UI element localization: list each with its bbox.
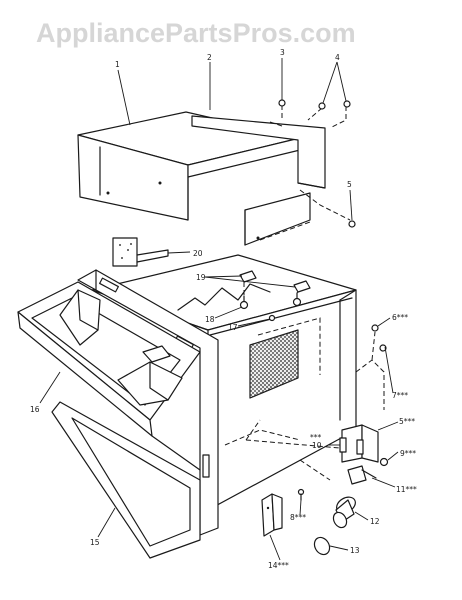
callout-11: 11*** bbox=[396, 485, 417, 494]
callout-3: 3 bbox=[280, 48, 285, 57]
screw-6 bbox=[371, 324, 379, 332]
clip-19b bbox=[293, 280, 311, 293]
callout-10: 10 bbox=[312, 441, 322, 450]
screw-17 bbox=[268, 314, 276, 322]
screw-9 bbox=[379, 457, 389, 467]
callout-1: 1 bbox=[115, 60, 120, 69]
callout-15: 15 bbox=[90, 538, 100, 547]
callout-5: 5 bbox=[347, 180, 352, 189]
leader-lines bbox=[39, 58, 399, 561]
switch-11 bbox=[347, 465, 377, 485]
callout-17: 17 bbox=[228, 323, 238, 332]
callout-10-stars: *** bbox=[310, 433, 322, 442]
screw-3 bbox=[278, 99, 286, 107]
callout-9: 9*** bbox=[400, 449, 416, 458]
bracket-14 bbox=[261, 493, 283, 537]
callout-2: 2 bbox=[207, 53, 212, 62]
bracket-20 bbox=[112, 237, 169, 267]
back-panel bbox=[191, 115, 326, 189]
cabinet-side-wall bbox=[244, 192, 311, 246]
callout-4: 4 bbox=[335, 53, 340, 62]
door-bottom-panel bbox=[51, 401, 201, 559]
clip-19a bbox=[239, 270, 257, 283]
callout-19: 19 bbox=[196, 273, 206, 282]
callout-12: 12 bbox=[370, 517, 380, 526]
mesh-window bbox=[249, 329, 299, 399]
lamp-bulb-13 bbox=[313, 536, 331, 556]
screw-5 bbox=[348, 220, 356, 228]
lamp-socket-12 bbox=[332, 496, 356, 529]
callout-16: 16 bbox=[30, 405, 40, 414]
callout-13: 13 bbox=[350, 546, 360, 555]
outer-cabinet-cover bbox=[77, 111, 301, 221]
screw-18 bbox=[239, 295, 249, 310]
screw-8 bbox=[297, 488, 305, 501]
callout-6: 6*** bbox=[392, 313, 408, 322]
switch-bracket bbox=[339, 424, 379, 463]
door-panel bbox=[17, 281, 201, 437]
screw-7 bbox=[379, 344, 387, 352]
callout-7: 7*** bbox=[392, 391, 408, 400]
screw-4b bbox=[343, 100, 351, 108]
screw-19a bbox=[292, 292, 302, 307]
callout-5b: 5*** bbox=[399, 417, 415, 426]
callout-20: 20 bbox=[193, 249, 203, 258]
callout-8: 8*** bbox=[290, 513, 306, 522]
callout-14: 14*** bbox=[268, 561, 289, 570]
watermark-text: AppliancePartsPros.com bbox=[36, 18, 356, 48]
callout-labels: 1 2 3 4 5 20 19 18 17 16 15 6*** 7*** 5*… bbox=[30, 48, 417, 570]
callout-18: 18 bbox=[205, 315, 215, 324]
screw-4a bbox=[318, 102, 326, 110]
